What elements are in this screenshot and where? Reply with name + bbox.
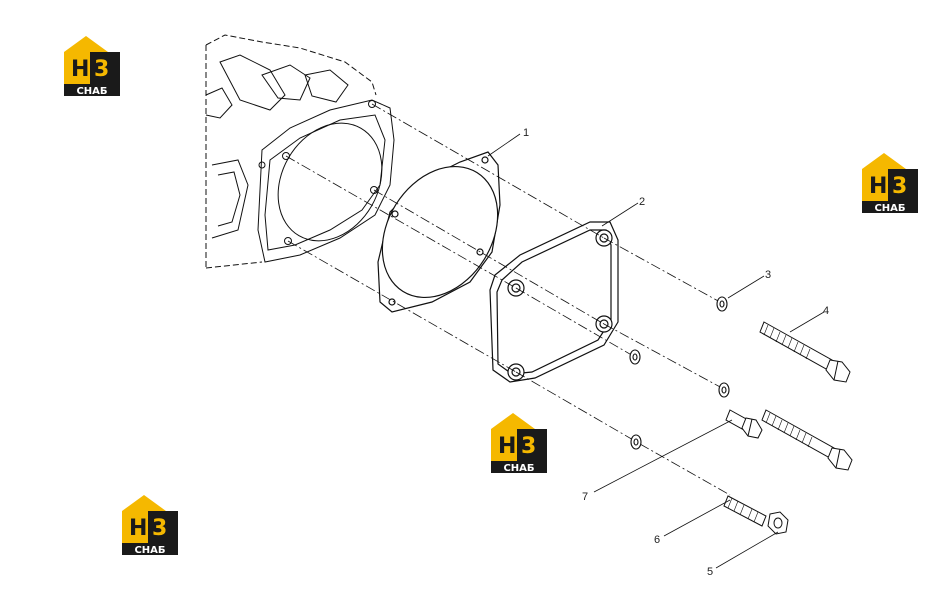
pump-housing xyxy=(205,34,395,269)
washer-part-3 xyxy=(716,296,728,312)
watermark-logo-right xyxy=(862,153,918,214)
short-bolt-part-7 xyxy=(725,409,763,439)
callout-2: 2 xyxy=(639,196,645,208)
stud-part-6 xyxy=(723,495,767,527)
cover-plate-part-2 xyxy=(489,221,619,383)
watermark-logo-top-left xyxy=(64,36,120,97)
callout-4: 4 xyxy=(823,305,829,317)
bolt xyxy=(761,409,853,471)
callout-5: 5 xyxy=(707,566,713,578)
callout-6: 6 xyxy=(654,534,660,546)
washer xyxy=(629,349,730,450)
bolt-part-4 xyxy=(759,321,851,383)
callout-3: 3 xyxy=(765,269,771,281)
callout-1: 1 xyxy=(523,127,529,139)
callout-7: 7 xyxy=(582,491,588,503)
nut-part-5 xyxy=(767,511,789,535)
watermark-logo-center xyxy=(491,413,547,474)
gasket-part-1 xyxy=(377,151,501,313)
watermark-logo-bottom-left xyxy=(122,495,178,556)
assembly-lines xyxy=(285,103,731,496)
leader-lines xyxy=(487,133,825,569)
